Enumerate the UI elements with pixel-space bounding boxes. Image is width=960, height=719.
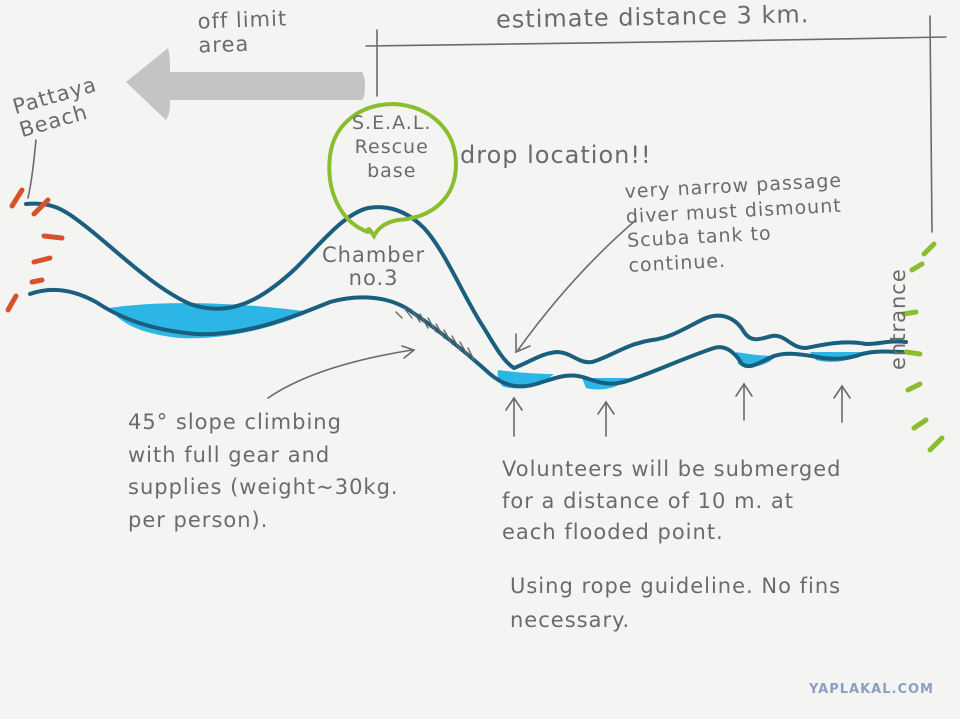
narrow-passage-note: very narrow passage diver must dismount … (624, 169, 843, 277)
seal-rescue-base-label: S.E.A.L. Rescue base (352, 112, 432, 182)
entrance-label: entrance (886, 268, 910, 370)
seal-base-circle (327, 101, 459, 240)
off-limit-area-label: off limit area (197, 6, 288, 58)
slope-note: 45° slope climbing with full gear and su… (128, 410, 399, 532)
slope-hatching (395, 307, 475, 361)
off-limit-arrow (126, 48, 365, 120)
beach-exit-marks (5, 187, 65, 313)
distance-bracket (27, 15, 947, 233)
cave-upper-wall (24, 201, 908, 370)
volunteers-note: Volunteers will be submerged for a dista… (502, 457, 842, 544)
cave-lower-wall (28, 287, 908, 389)
pointer-lines (267, 219, 851, 437)
watermark: YAPLAKAL.COM (809, 682, 934, 697)
rope-note: Using rope guideline. No fins necessary. (510, 574, 842, 632)
estimate-distance-label: estimate distance 3 km. (495, 0, 810, 34)
chamber-no3-label: Chamber no.3 (322, 243, 426, 291)
drop-location-label: drop location!! (460, 141, 652, 169)
water-pools (110, 303, 864, 390)
entrance-marks (901, 241, 945, 453)
